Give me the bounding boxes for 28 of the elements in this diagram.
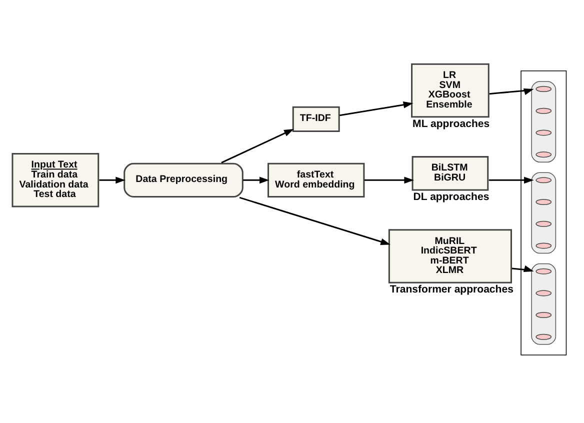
node-ellipse	[536, 290, 552, 296]
node-label: Transformer approaches	[390, 283, 514, 296]
arrow	[364, 176, 414, 184]
node-ellipse	[536, 151, 552, 158]
node-ellipse	[536, 176, 552, 183]
cluster	[520, 70, 567, 355]
node-ellipse	[536, 220, 552, 226]
node-label: ML approaches	[412, 117, 490, 130]
node-ellipse	[536, 129, 552, 136]
node-ellipse	[536, 198, 552, 205]
arrow	[340, 100, 414, 116]
node-ellipse	[536, 242, 552, 248]
arrow	[488, 176, 534, 184]
node-ellipse	[536, 312, 552, 318]
arrow	[512, 264, 534, 272]
node-label: DL approaches	[413, 190, 490, 202]
arrow	[489, 88, 534, 94]
arrow	[221, 128, 294, 163]
arrow	[239, 196, 390, 244]
node-ellipse	[536, 268, 552, 274]
node-ellipse	[536, 86, 552, 92]
cluster	[531, 262, 556, 344]
node-ellipse	[536, 333, 552, 340]
node-ellipse	[536, 107, 552, 114]
arrow	[243, 176, 270, 184]
cluster	[531, 80, 556, 162]
arrow	[99, 176, 126, 184]
cluster	[531, 172, 556, 254]
